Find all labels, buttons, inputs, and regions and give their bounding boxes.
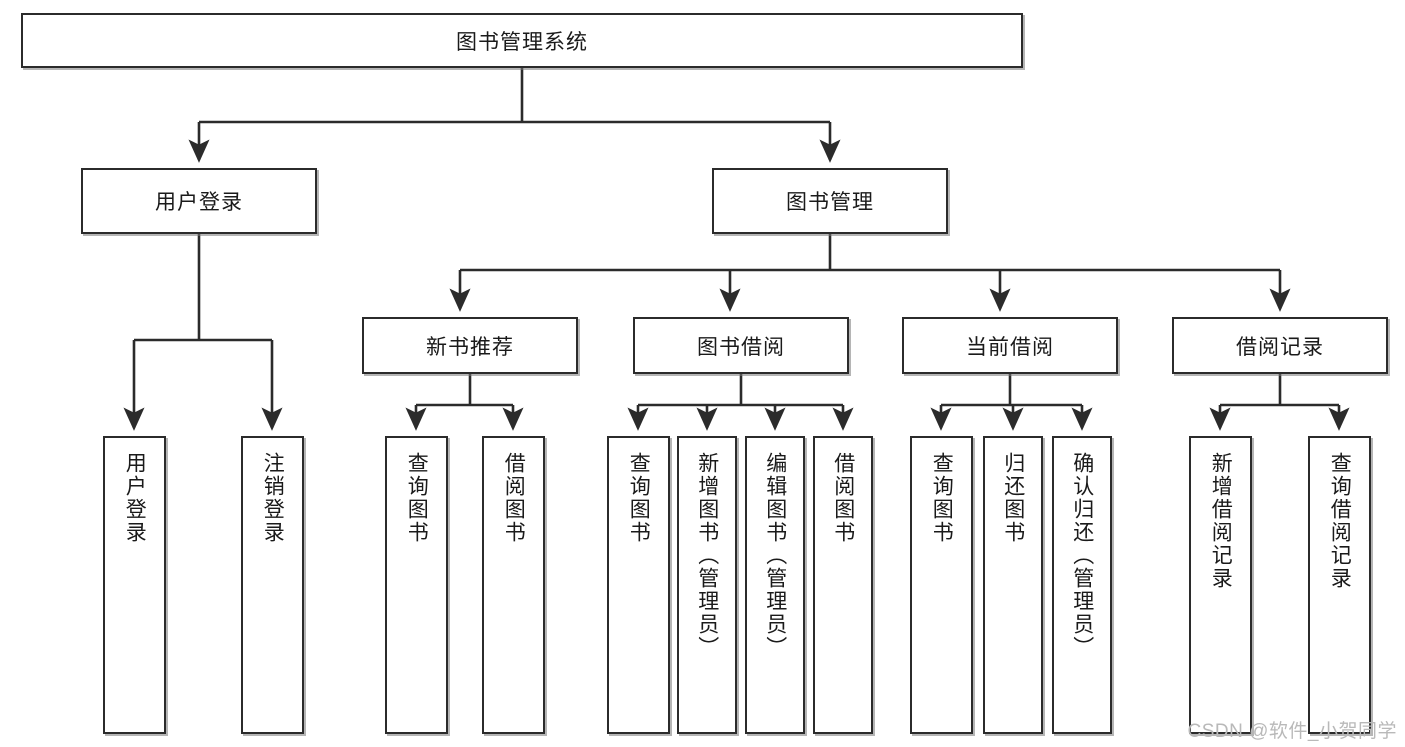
node-book-borrow[interactable]: 图书借阅 [633,317,849,374]
watermark: CSDN @软件_小贺同学 [1187,721,1397,742]
node-leaf-borrow-book-1[interactable]: 借阅图书 [482,436,545,734]
node-leaf-query-record-label: 查询借阅记录 [1328,452,1352,590]
node-leaf-query-book-1-label: 查询图书 [405,452,429,544]
node-leaf-query-book-3[interactable]: 查询图书 [910,436,973,734]
node-leaf-user-logout-label: 注销登录 [261,452,285,544]
node-leaf-query-book-3-label: 查询图书 [930,452,954,544]
node-leaf-query-book-2[interactable]: 查询图书 [607,436,670,734]
node-leaf-confirm-return-label: 确认归还（管理员） [1070,452,1094,659]
node-leaf-user-login-label: 用户登录 [123,452,147,544]
node-new-book-recommend-label: 新书推荐 [426,335,514,359]
node-leaf-add-record-label: 新增借阅记录 [1209,452,1233,590]
node-leaf-borrow-book-1-label: 借阅图书 [502,452,526,544]
node-leaf-confirm-return[interactable]: 确认归还（管理员） [1052,436,1112,734]
node-leaf-edit-book[interactable]: 编辑图书（管理员） [745,436,805,734]
node-leaf-user-logout[interactable]: 注销登录 [241,436,304,734]
node-leaf-query-book-2-label: 查询图书 [627,452,651,544]
node-user-login-label: 用户登录 [155,191,243,214]
node-borrow-record-label: 借阅记录 [1236,335,1324,359]
node-leaf-return-book[interactable]: 归还图书 [983,436,1043,734]
node-book-manage[interactable]: 图书管理 [712,168,948,234]
node-current-borrow-label: 当前借阅 [966,335,1054,359]
node-leaf-query-book-1[interactable]: 查询图书 [385,436,448,734]
node-root[interactable]: 图书管理系统 [21,13,1023,68]
node-new-book-recommend[interactable]: 新书推荐 [362,317,578,374]
node-book-manage-label: 图书管理 [786,191,874,214]
node-leaf-edit-book-label: 编辑图书（管理员） [763,452,787,659]
node-leaf-borrow-book-2-label: 借阅图书 [831,452,855,544]
node-borrow-record[interactable]: 借阅记录 [1172,317,1388,374]
node-leaf-add-book-label: 新增图书（管理员） [695,452,719,659]
node-leaf-return-book-label: 归还图书 [1001,452,1025,544]
node-book-borrow-label: 图书借阅 [697,335,785,359]
node-current-borrow[interactable]: 当前借阅 [902,317,1118,374]
node-leaf-add-book[interactable]: 新增图书（管理员） [677,436,737,734]
node-leaf-user-login[interactable]: 用户登录 [103,436,166,734]
node-leaf-borrow-book-2[interactable]: 借阅图书 [813,436,873,734]
node-leaf-query-record[interactable]: 查询借阅记录 [1308,436,1371,734]
node-user-login[interactable]: 用户登录 [81,168,317,234]
node-root-label: 图书管理系统 [456,30,588,54]
node-leaf-add-record[interactable]: 新增借阅记录 [1189,436,1252,734]
